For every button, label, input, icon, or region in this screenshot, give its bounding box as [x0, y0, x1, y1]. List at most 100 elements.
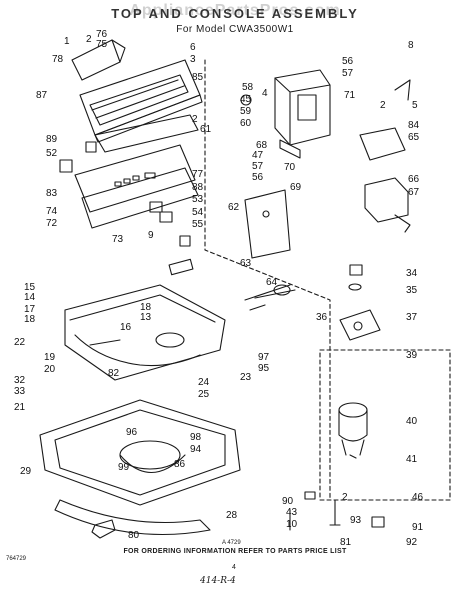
- motor-box: [319, 349, 451, 501]
- callout-73: 73: [112, 234, 124, 245]
- callout-60: 60: [240, 118, 252, 129]
- dashed-divider: [204, 59, 331, 501]
- callout-35: 35: [406, 285, 418, 296]
- callout-57a: 57: [342, 68, 354, 79]
- drawing-ref-left: 764729: [6, 556, 27, 562]
- callout-18b: 18: [140, 302, 152, 313]
- callout-36: 36: [316, 312, 328, 323]
- callout-68: 68: [256, 140, 268, 151]
- callout-76: 76: [96, 29, 108, 40]
- callout-55: 55: [192, 219, 204, 230]
- callout-90: 90: [282, 496, 294, 507]
- callout-19: 19: [44, 352, 56, 363]
- callout-62: 62: [228, 202, 240, 213]
- callout-86: 86: [174, 459, 186, 470]
- callout-52: 52: [46, 148, 58, 159]
- switch-bracket: [359, 127, 406, 161]
- callout-20: 20: [44, 364, 56, 375]
- lid: [54, 499, 211, 536]
- knob-80: [91, 519, 116, 539]
- diagram-title: TOP AND CONSOLE ASSEMBLY: [111, 6, 359, 21]
- callout-91: 91: [412, 522, 424, 533]
- callout-8: 8: [408, 40, 414, 51]
- callout-56a: 56: [342, 56, 354, 67]
- callout-4: 4: [262, 88, 268, 99]
- callout-47: 47: [252, 150, 264, 161]
- callout-80: 80: [128, 530, 140, 541]
- page-mark: 4: [232, 564, 236, 571]
- callout-96: 96: [126, 427, 138, 438]
- callout-32: 32: [14, 375, 26, 386]
- callout-57b: 57: [252, 161, 264, 172]
- callout-29: 29: [20, 466, 32, 477]
- knob-52: [85, 141, 97, 153]
- callout-5: 5: [412, 100, 418, 111]
- callout-15: 15: [24, 282, 36, 293]
- callout-10: 10: [286, 519, 298, 530]
- callout-2d: 2: [342, 492, 348, 503]
- callout-24: 24: [198, 377, 210, 388]
- knob-83: [59, 159, 73, 173]
- callout-39: 39: [406, 350, 418, 361]
- top-plate: [64, 284, 226, 381]
- callout-93: 93: [350, 515, 362, 526]
- solenoid-housing: [364, 177, 409, 223]
- callout-84: 84: [408, 120, 420, 131]
- callout-21: 21: [14, 402, 26, 413]
- callout-81: 81: [340, 537, 352, 548]
- mounting-bracket: [244, 189, 291, 259]
- console-panel: [79, 59, 201, 136]
- callout-45: 45: [240, 94, 252, 105]
- callout-74: 74: [46, 206, 58, 217]
- callout-64: 64: [266, 277, 278, 288]
- model-label: For Model CWA3500W1: [176, 24, 294, 35]
- callout-87: 87: [36, 90, 48, 101]
- motor-bracket: [339, 309, 381, 341]
- callout-25: 25: [198, 389, 210, 400]
- callout-41: 41: [406, 454, 418, 465]
- callout-56b: 56: [252, 172, 264, 183]
- callout-70: 70: [284, 162, 296, 173]
- callout-95: 95: [258, 363, 270, 374]
- callout-58: 58: [242, 82, 254, 93]
- callout-89: 89: [46, 134, 58, 145]
- callout-83: 83: [46, 188, 58, 199]
- callout-97: 97: [258, 352, 270, 363]
- callout-6: 6: [190, 42, 196, 53]
- handwritten-note: 414-R-4: [200, 576, 236, 586]
- callout-71: 71: [344, 90, 356, 101]
- cabinet-top: [39, 399, 241, 506]
- callout-72: 72: [46, 218, 58, 229]
- callout-37: 37: [406, 312, 418, 323]
- callout-14: 14: [24, 292, 36, 303]
- callout-2a: 2: [86, 34, 92, 45]
- callout-65: 65: [408, 132, 420, 143]
- callout-28: 28: [226, 510, 238, 521]
- callout-33: 33: [14, 386, 26, 397]
- callout-23: 23: [240, 372, 252, 383]
- control-panel: [74, 144, 196, 213]
- callout-61: 61: [200, 124, 212, 135]
- callout-78: 78: [52, 54, 64, 65]
- callout-66: 66: [408, 174, 420, 185]
- callout-69: 69: [290, 182, 302, 193]
- callout-75: 75: [96, 39, 108, 50]
- callout-77: 77: [192, 169, 204, 180]
- watermark: AppliancePartsPros.com: [129, 2, 341, 19]
- callout-13: 13: [140, 312, 152, 323]
- callout-94: 94: [190, 444, 202, 455]
- callout-88: 88: [192, 182, 204, 193]
- callout-17: 17: [24, 304, 36, 315]
- callout-85: 85: [192, 72, 204, 83]
- timer-housing: [274, 69, 331, 146]
- callout-82: 82: [108, 368, 120, 379]
- callout-40: 40: [406, 416, 418, 427]
- callout-16: 16: [120, 322, 132, 333]
- ordering-note: FOR ORDERING INFORMATION REFER TO PARTS …: [123, 548, 347, 555]
- callout-92: 92: [406, 537, 418, 548]
- callout-98: 98: [190, 432, 202, 443]
- drawing-ref-center: A 4729: [222, 540, 241, 546]
